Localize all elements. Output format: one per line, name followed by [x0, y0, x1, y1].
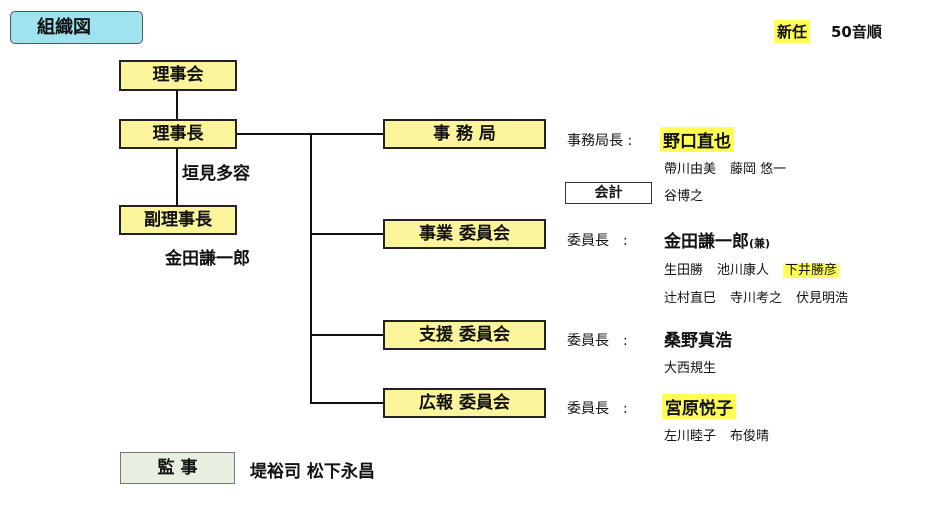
list-item: 生田勝	[664, 263, 704, 278]
list-item: 池川康人	[717, 263, 770, 278]
list-item: 布俊晴	[730, 429, 770, 444]
list-item: 藤岡 悠一	[730, 162, 787, 177]
secretariat-members: 帶川由美藤岡 悠一	[664, 158, 786, 177]
committee-box-jigyo: 事業 委員会	[383, 219, 546, 249]
list-item-new: 下井勝彦	[783, 263, 840, 278]
council-box: 理事会	[119, 60, 237, 91]
connector-to-koho	[310, 402, 384, 404]
committee-box-koho: 広報 委員会	[383, 388, 546, 418]
page-title: 組織図	[10, 11, 143, 44]
shien-head-name: 桑野真浩	[664, 331, 732, 351]
chair-name: 垣見多容	[182, 164, 250, 184]
list-item: 大西規生	[664, 361, 717, 376]
legend-order: 50音順	[831, 23, 882, 41]
jigyo-head-role: 委員長:	[567, 233, 628, 249]
accounting-name: 谷博之	[664, 189, 704, 204]
jigyo-head-name: 金田謙一郎(兼)	[664, 232, 771, 252]
chair-box: 理事長	[119, 119, 237, 149]
jigyo-members-row1: 生田勝池川康人下井勝彦	[664, 259, 840, 278]
secretariat-box: 事 務 局	[383, 119, 546, 149]
list-item: 辻村直巳	[664, 291, 717, 306]
koho-head-name: 宮原悦子	[662, 394, 736, 419]
list-item: 帶川由美	[664, 162, 717, 177]
jigyo-members-row2: 辻村直巳寺川考之伏見明浩	[664, 287, 848, 306]
connector-to-shien	[310, 334, 384, 336]
vice-chair-box: 副理事長	[119, 205, 237, 235]
connector-to-jigyo	[310, 233, 384, 235]
list-item: 寺川考之	[730, 291, 783, 306]
shien-head-role: 委員長:	[567, 333, 628, 349]
secretariat-head-role: 事務局長 :	[567, 133, 633, 149]
committee-box-shien: 支援 委員会	[383, 320, 546, 350]
shien-members-row1: 大西規生	[664, 357, 716, 376]
legend-new: 新任	[774, 20, 811, 43]
connector-council-chair	[176, 90, 178, 120]
auditor-box: 監 事	[120, 452, 235, 484]
list-item: 左川睦子	[664, 429, 717, 444]
concurrent-mark: (兼)	[749, 237, 771, 250]
accounting-box: 会計	[565, 182, 652, 204]
vice-chair-name: 金田謙一郎	[165, 249, 250, 269]
auditor-names: 堤裕司 松下永昌	[250, 462, 375, 482]
koho-head-role: 委員長:	[567, 401, 628, 417]
connector-chair-vice	[176, 148, 178, 206]
secretariat-head-name: 野口直也	[660, 127, 734, 152]
list-item: 伏見明浩	[796, 291, 849, 306]
koho-members-row1: 左川睦子布俊晴	[664, 425, 769, 444]
connector-trunk-vertical	[310, 133, 312, 404]
